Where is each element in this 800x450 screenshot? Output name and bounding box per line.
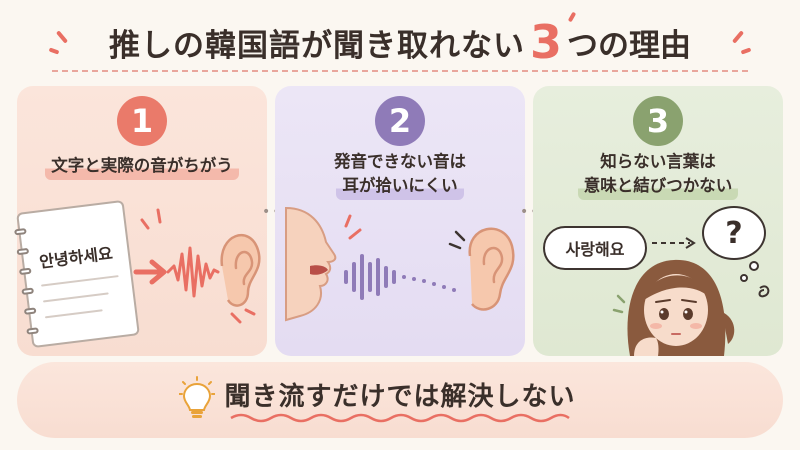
- page-title: 推しの韓国語が聞き取れない 3 つの理由: [0, 14, 800, 70]
- ear-icon: [220, 233, 261, 307]
- conclusion-text: 聞き流すだけでは解決しない: [224, 382, 576, 412]
- reason-number-badge: 2: [375, 96, 425, 146]
- card2-illustration: [285, 206, 515, 322]
- reason-title-line: 文字と実際の音がちがう: [45, 154, 239, 180]
- thought-bubble: ?: [702, 206, 766, 260]
- dashed-arrow-icon: [652, 237, 696, 249]
- wavy-underline: [230, 413, 570, 423]
- card1-illustration: [133, 208, 261, 324]
- confused-woman-illustration: [612, 259, 770, 356]
- soundwave-icon: [344, 254, 396, 300]
- lightbulb-icon: [179, 376, 215, 418]
- speech-bubble: 사랑해요: [543, 226, 647, 270]
- mouth-profile-icon: [285, 206, 337, 322]
- soundwave-icon: [166, 246, 220, 298]
- title-number: 3: [529, 15, 562, 69]
- conclusion-banner: 聞き流すだけでは解決しない: [17, 362, 783, 438]
- ear-icon: [468, 227, 515, 311]
- reason-number-badge: 1: [117, 96, 167, 146]
- title-lead: 推しの韓国語が聞き取れない: [108, 27, 525, 64]
- reason-title-line: 意味と結びつかない: [577, 174, 739, 200]
- notebook-text: 안녕하세요: [38, 243, 114, 272]
- reason-number-badge: 3: [633, 96, 683, 146]
- reason-title-line: 発音できない音は: [334, 152, 466, 171]
- reason-title: 発音できない音は 耳が拾いにくい: [275, 150, 525, 200]
- notebook-icon: 안녕하세요: [14, 199, 140, 349]
- title-underline: [52, 70, 748, 72]
- title-tail: つの理由: [567, 27, 691, 64]
- reason-title: 知らない言葉は 意味と結びつかない: [533, 150, 783, 200]
- squiggle-icon: [758, 285, 770, 298]
- reason-title: 文字と実際の音がちがう: [17, 154, 267, 180]
- arrow-icon: [133, 259, 167, 285]
- question-mark-icon: ?: [725, 215, 743, 251]
- reason-title-line: 知らない言葉は: [600, 152, 716, 171]
- reason-title-line: 耳が拾いにくい: [336, 174, 464, 200]
